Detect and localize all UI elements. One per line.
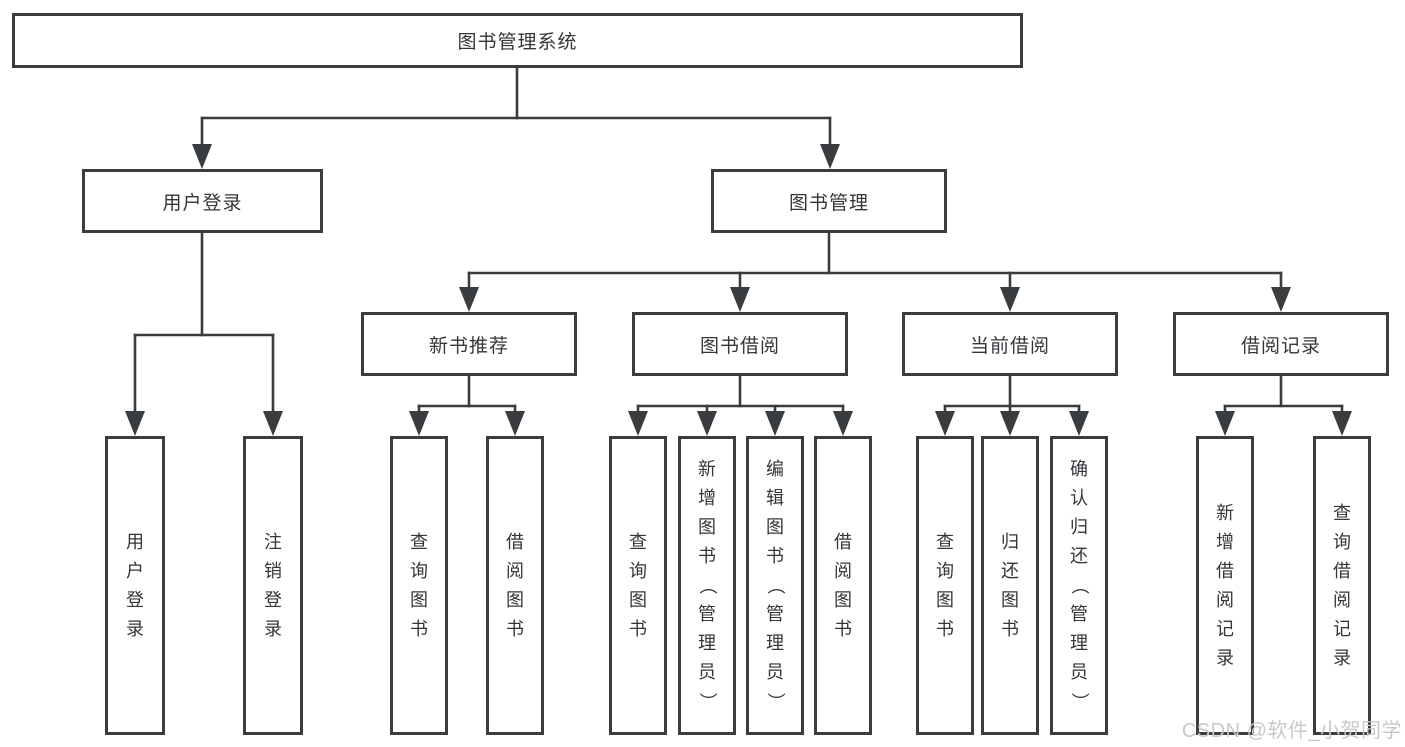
connector-arrowhead <box>765 411 785 436</box>
leaf-query-books-3-label: 查询图书 <box>936 531 954 639</box>
leaf-borrow-books-1-label: 借阅图书 <box>506 531 524 639</box>
leaf-edit-books-admin: 编辑图书（管理员） <box>746 436 804 735</box>
node-book-management-system-label: 图书管理系统 <box>457 32 578 53</box>
leaf-user-login: 用户登录 <box>105 436 165 735</box>
leaf-borrow-books-2: 借阅图书 <box>814 436 872 735</box>
connector-arrowhead <box>263 411 283 436</box>
csdn-watermark: CSDN @软件_小贺同学 <box>1181 720 1402 742</box>
node-book-borrow: 图书借阅 <box>632 312 848 376</box>
leaf-logout: 注销登录 <box>243 436 303 735</box>
connector-arrowhead <box>409 411 429 436</box>
leaf-query-books-2: 查询图书 <box>609 436 667 735</box>
connector-arrowhead <box>1069 411 1089 436</box>
node-user-login: 用户登录 <box>82 169 323 233</box>
leaf-query-borrow-record-label: 查询借阅记录 <box>1333 502 1351 668</box>
node-book-management-system: 图书管理系统 <box>12 13 1023 68</box>
leaf-query-borrow-record: 查询借阅记录 <box>1313 436 1371 735</box>
node-new-book-recommend-label: 新书推荐 <box>428 335 509 357</box>
node-book-management-label: 图书管理 <box>788 192 869 214</box>
connector-arrowhead <box>192 144 212 169</box>
leaf-return-books: 归还图书 <box>981 436 1039 735</box>
connector-arrowhead <box>1000 287 1020 312</box>
connector-arrowhead <box>125 411 145 436</box>
leaf-query-books-3: 查询图书 <box>916 436 974 735</box>
connector-arrowhead <box>1332 411 1352 436</box>
node-current-borrow-label: 当前借阅 <box>969 335 1050 357</box>
leaf-query-books-2-label: 查询图书 <box>629 531 647 639</box>
leaf-add-borrow-record: 新增借阅记录 <box>1196 436 1254 735</box>
connector-arrowhead <box>833 411 853 436</box>
connector-arrowhead <box>730 287 750 312</box>
leaf-borrow-books-1: 借阅图书 <box>486 436 544 735</box>
leaf-add-borrow-record-label: 新增借阅记录 <box>1216 502 1234 668</box>
connector-arrowhead <box>1000 411 1020 436</box>
connector-arrowhead <box>628 411 648 436</box>
node-book-management: 图书管理 <box>711 169 947 233</box>
node-user-login-label: 用户登录 <box>162 192 243 214</box>
connector-arrowhead <box>697 411 717 436</box>
leaf-edit-books-admin-label: 编辑图书（管理员） <box>765 459 786 711</box>
connector-arrowhead <box>820 144 840 169</box>
leaf-confirm-return-admin-label: 确认归还（管理员） <box>1069 459 1090 711</box>
leaf-add-books-admin: 新增图书（管理员） <box>678 436 736 735</box>
leaf-logout-label: 注销登录 <box>264 531 282 639</box>
leaf-return-books-label: 归还图书 <box>1001 531 1019 639</box>
connector-arrowhead <box>459 287 479 312</box>
node-borrow-records-label: 借阅记录 <box>1240 335 1321 357</box>
leaf-query-books-1-label: 查询图书 <box>410 531 428 639</box>
leaf-borrow-books-2-label: 借阅图书 <box>834 531 852 639</box>
connector-arrowhead <box>935 411 955 436</box>
node-new-book-recommend: 新书推荐 <box>361 312 577 376</box>
connector-arrowhead <box>1271 287 1291 312</box>
node-current-borrow: 当前借阅 <box>902 312 1118 376</box>
node-book-borrow-label: 图书借阅 <box>699 335 780 357</box>
leaf-user-login-label: 用户登录 <box>126 531 144 639</box>
leaf-query-books-1: 查询图书 <box>390 436 448 735</box>
connector-arrowhead <box>505 411 525 436</box>
leaf-add-books-admin-label: 新增图书（管理员） <box>697 459 718 711</box>
connector-arrowhead <box>1215 411 1235 436</box>
leaf-confirm-return-admin: 确认归还（管理员） <box>1050 436 1108 735</box>
node-borrow-records: 借阅记录 <box>1173 312 1389 376</box>
